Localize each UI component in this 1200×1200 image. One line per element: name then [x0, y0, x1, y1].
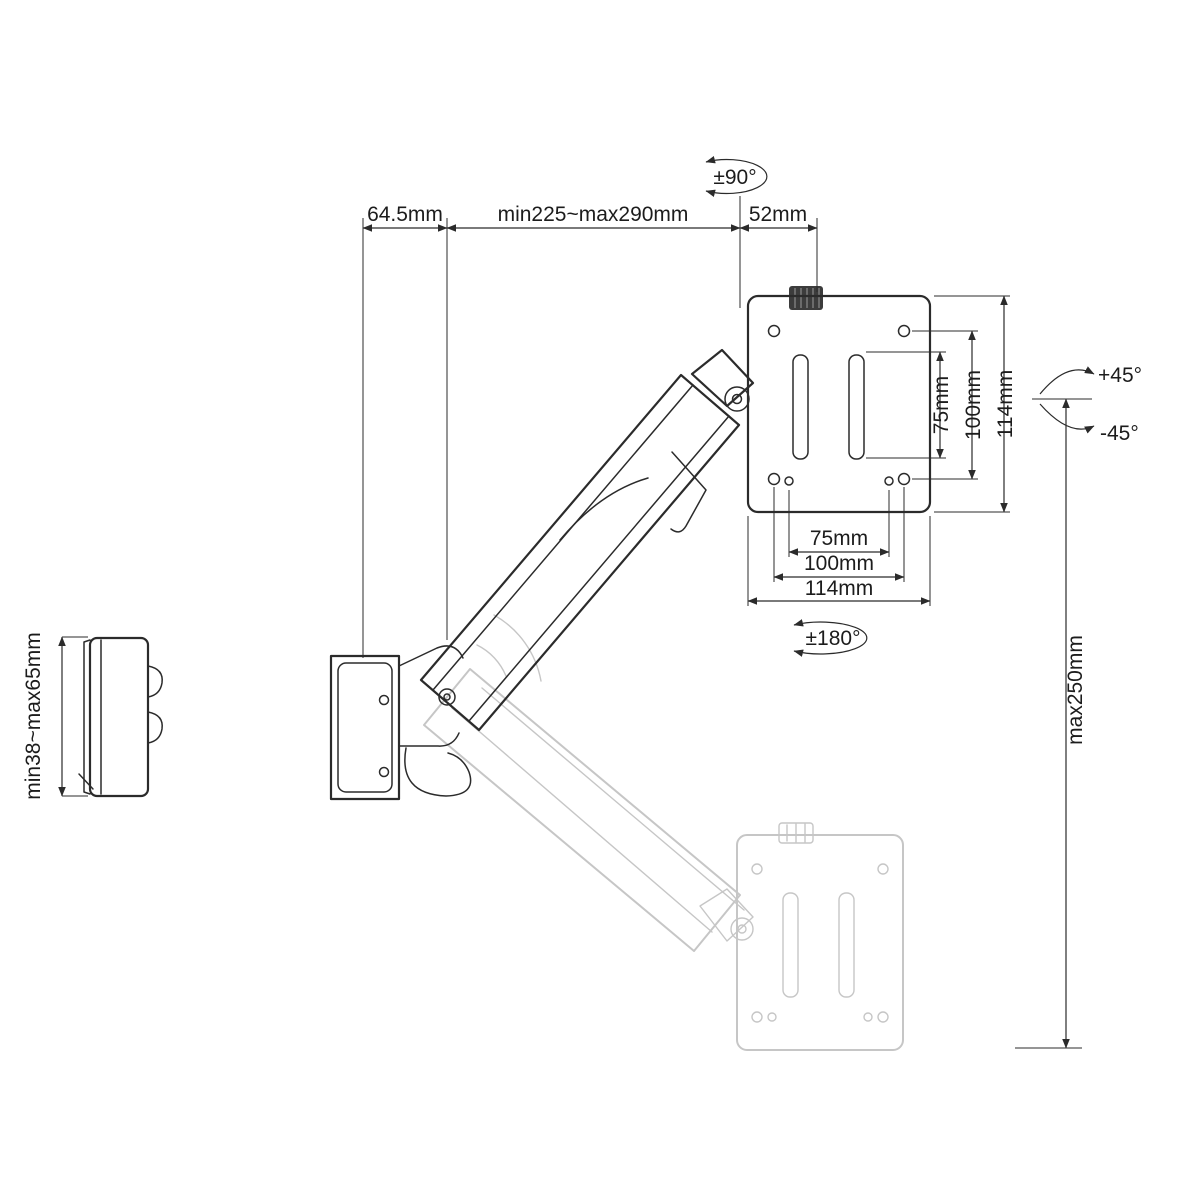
- label-vesa-h-114: 114mm: [805, 577, 873, 600]
- vesa-knob: [789, 286, 823, 310]
- gas-spring-arm: [419, 348, 755, 732]
- spring-seam: [559, 477, 649, 541]
- dimension-lines: [58, 155, 1095, 1049]
- vesa-slot-left: [792, 354, 809, 460]
- wall-plate: [329, 645, 472, 801]
- label-height-range: max250mm: [1064, 635, 1087, 745]
- profile-clip-upper: [147, 665, 163, 698]
- label-arm-reach: min225~max290mm: [498, 203, 689, 226]
- wall-plate-screw-top: [378, 694, 390, 706]
- head-link: [670, 451, 707, 533]
- arm-outline: [419, 373, 741, 732]
- vesa-hole: [897, 324, 911, 338]
- label-tilt-down: -45°: [1100, 422, 1139, 445]
- arc-tilt-up-45: [1039, 366, 1095, 395]
- hinge-housing-top: [398, 645, 464, 667]
- ghost-joint: [730, 917, 754, 941]
- vesa-plate-outline: [746, 294, 932, 514]
- profile-body: [88, 636, 150, 798]
- arc-swivel-180: [793, 619, 868, 657]
- head-joint: [724, 386, 750, 412]
- label-vesa-h-75: 75mm: [810, 527, 868, 550]
- label-head-depth: 52mm: [749, 203, 807, 226]
- arc-tilt-plate-90: [705, 155, 768, 198]
- label-wall-offset: 64.5mm: [367, 203, 443, 226]
- label-tilt-plate: ±90°: [713, 166, 756, 189]
- vesa-plate: [746, 286, 932, 514]
- hinge-housing-bottom: [398, 732, 460, 747]
- label-vesa-v-75: 75mm: [930, 376, 953, 434]
- ghost-clevis: [699, 888, 754, 942]
- dimension-labels: 64.5mm min225~max290mm 52mm ±90° 75mm 10…: [22, 166, 1142, 800]
- vesa-slot-right: [848, 354, 865, 460]
- clevis: [690, 348, 755, 408]
- cable-hook: [404, 747, 472, 797]
- arc-tilt-down-45: [1039, 403, 1095, 434]
- label-wall-plate-depth: min38~max65mm: [22, 632, 45, 799]
- profile-screw: [78, 773, 94, 790]
- ghost-vesa-plate: [736, 822, 904, 1051]
- ghost-swing-arc: [493, 614, 542, 682]
- wall-plate-screw-bottom: [378, 766, 390, 778]
- vesa-hole: [884, 476, 894, 486]
- ghost-arm-outline: [423, 668, 741, 952]
- profile-clip-lower: [147, 711, 163, 744]
- vesa-hole: [767, 472, 781, 486]
- label-swivel: ±180°: [806, 627, 861, 650]
- vesa-hole: [767, 324, 781, 338]
- vesa-hole: [897, 472, 911, 486]
- label-tilt-up: +45°: [1098, 364, 1142, 387]
- hinge-pivot: [438, 688, 456, 706]
- label-vesa-h-100: 100mm: [804, 552, 874, 575]
- label-vesa-v-100: 100mm: [962, 370, 985, 440]
- side-profile-view: [78, 636, 163, 798]
- ghost-lowered-position: [423, 614, 904, 1051]
- vesa-hole: [784, 476, 794, 486]
- wall-plate-outline: [329, 654, 401, 801]
- label-vesa-v-114: 114mm: [994, 370, 1017, 438]
